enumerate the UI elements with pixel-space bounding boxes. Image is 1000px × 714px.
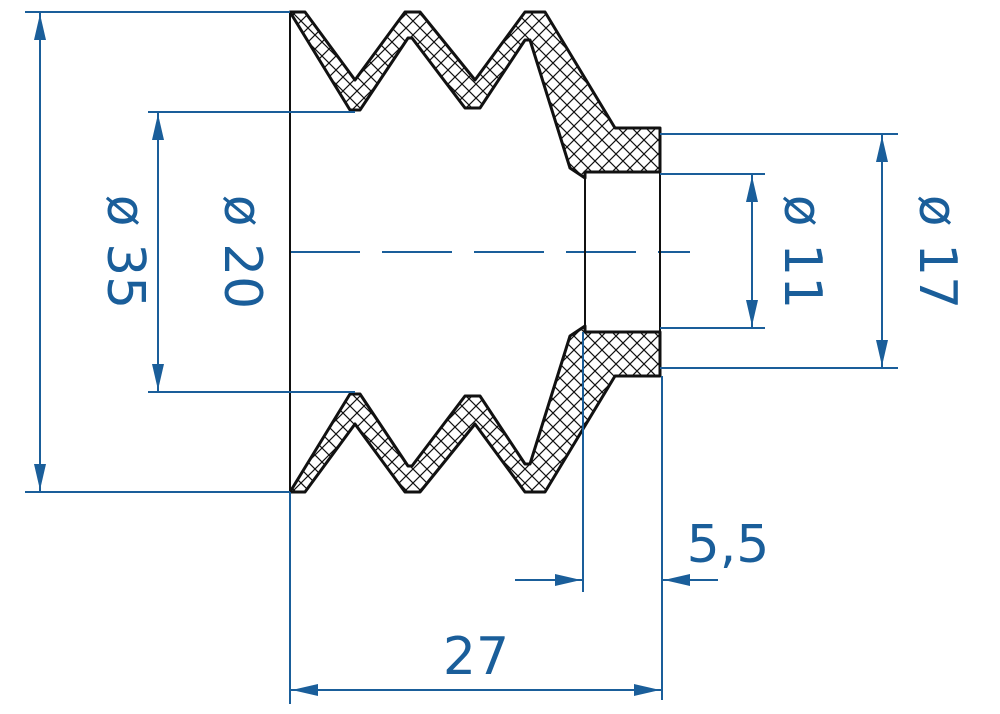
arrow-20-top [152,114,164,140]
arrow-11-bottom [746,300,758,326]
bellows-wall-bottom [288,324,662,494]
arrow-20-bottom [152,364,164,390]
dim-label-11: ø 11 [772,195,832,310]
arrow-27-right [634,684,660,696]
dim-label-55: 5,5 [687,515,770,575]
dim-label-35: ø 35 [95,195,155,310]
arrow-27-left [292,684,318,696]
arrow-35-top [34,14,46,40]
bellows-wall-top [288,10,662,180]
dim-label-20: ø 20 [212,195,272,310]
arrow-11-top [746,176,758,202]
dim-label-27: 27 [443,627,509,687]
arrow-17-bottom [876,340,888,366]
arrow-35-bottom [34,464,46,490]
arrow-55-left [555,574,581,586]
dim-label-17: ø 17 [907,195,967,310]
arrow-17-top [876,136,888,162]
arrow-55-right [664,574,690,586]
